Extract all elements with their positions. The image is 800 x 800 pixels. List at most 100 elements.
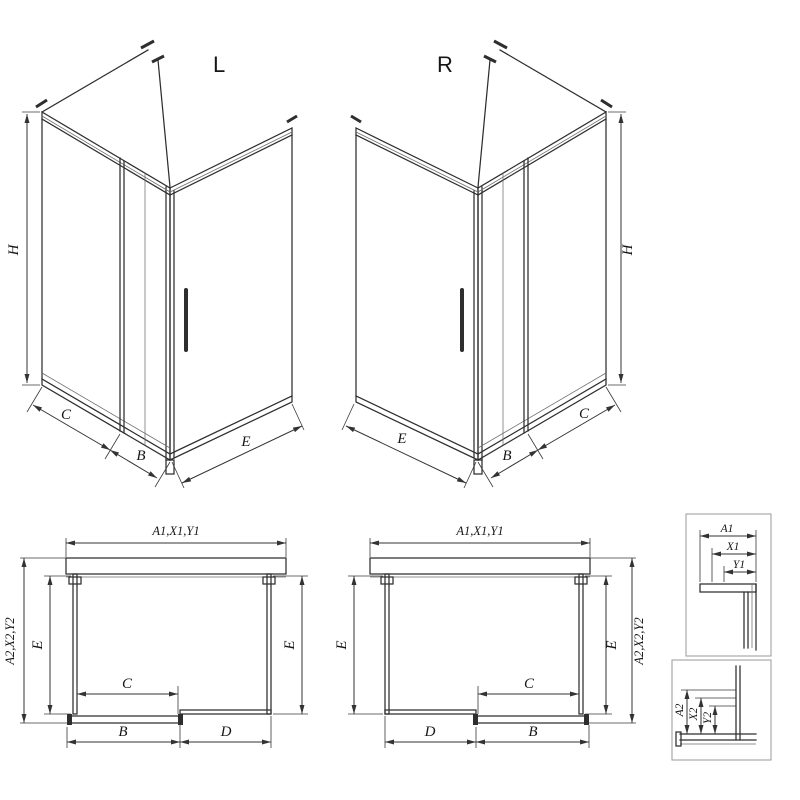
dimension-d-left-plan: D xyxy=(180,716,272,748)
sliding-door xyxy=(475,715,587,724)
dimension-e-left-right-plan: E xyxy=(334,575,383,715)
left-glass-wall xyxy=(72,573,78,715)
dimension-label-d: D xyxy=(220,724,232,740)
dimension-label-x2: X2 xyxy=(688,707,700,721)
top-support-bars-left xyxy=(35,39,298,188)
left-glass-wall xyxy=(384,573,390,715)
dimension-label-b: B xyxy=(528,724,537,740)
side-panel-glass xyxy=(355,126,479,461)
dimension-b-left: B xyxy=(109,448,171,488)
variant-label-left: L xyxy=(213,52,225,77)
dimension-c-left-plan: C xyxy=(76,676,179,714)
wall-bracket xyxy=(35,98,48,109)
wall-bracket xyxy=(68,576,82,585)
top-support-bars-right xyxy=(350,39,613,188)
dimension-y1-detail: Y1 xyxy=(723,559,756,582)
dimension-label-e: E xyxy=(30,640,46,650)
variant-label-right: R xyxy=(437,52,453,77)
dimension-label-d: D xyxy=(424,724,436,740)
dimension-a1-left-plan: A1,X1,Y1 xyxy=(65,524,287,557)
dimension-e-inner-left-plan: E xyxy=(30,575,71,715)
dimension-x2-detail: X2 xyxy=(688,697,736,734)
dimension-b-right-plan: B xyxy=(475,724,590,748)
dimension-label-a1: A1,X1,Y1 xyxy=(455,524,503,538)
side-panel-glass xyxy=(169,126,293,461)
dimension-label-e: E xyxy=(240,434,250,450)
wall-profile-section xyxy=(699,583,757,593)
dimension-a2-right-plan: A2,X2,Y2 xyxy=(589,557,646,724)
wall-section xyxy=(65,557,287,575)
wall-section xyxy=(369,557,591,575)
wall-bracket xyxy=(483,54,497,64)
detail-frame xyxy=(671,659,772,761)
dimension-label-x1: X1 xyxy=(726,541,740,553)
dimension-a2-detail: A2 xyxy=(674,689,736,734)
fixed-front-panel xyxy=(179,709,272,715)
dimension-label-e: E xyxy=(334,640,350,650)
dimension-x1-detail: X1 xyxy=(711,541,756,582)
dimension-label-h: H xyxy=(620,243,636,256)
glass-panels-right-variant xyxy=(355,110,607,475)
dimension-label-a1: A1,X1,Y1 xyxy=(151,524,199,538)
support-bar xyxy=(477,59,491,188)
dimension-y2-detail: Y2 xyxy=(702,705,736,734)
dimension-c-right-plan: C xyxy=(477,676,580,714)
dimension-label-e: E xyxy=(282,640,298,650)
wall-bracket xyxy=(140,39,155,50)
dimension-label-e: E xyxy=(604,640,620,650)
wall-bracket xyxy=(286,114,298,124)
support-bar xyxy=(157,59,171,188)
sliding-door xyxy=(69,715,181,724)
door-end-cap xyxy=(473,714,478,725)
dimension-label-e: E xyxy=(396,431,406,447)
dimension-d-right-plan: D xyxy=(384,716,476,748)
plan-view-left: A1,X1,Y1 A2,X2,Y2 E E C xyxy=(3,524,308,748)
dimension-label-b: B xyxy=(136,448,145,464)
wall-bracket xyxy=(493,39,508,50)
dimension-label-c: C xyxy=(524,676,535,692)
dimension-label-b: B xyxy=(502,448,511,464)
dimension-label-h: H xyxy=(6,243,22,256)
dimension-a1-right-plan: A1,X1,Y1 xyxy=(369,524,591,557)
dimension-label-y2: Y2 xyxy=(702,712,714,724)
support-bar xyxy=(499,49,607,113)
dimension-e-right: E xyxy=(341,403,477,489)
plan-view-right: A1,X1,Y1 E E A2,X2,Y2 C xyxy=(334,524,646,748)
door-end-cap xyxy=(178,714,183,725)
wall-bracket xyxy=(574,576,588,585)
dimension-label-c: C xyxy=(61,407,72,423)
dimension-c-right: C xyxy=(537,386,622,451)
dimension-e-inner-right-plan: E xyxy=(585,575,620,715)
dimension-e-left: E xyxy=(171,403,305,489)
wall-bracket xyxy=(151,54,165,64)
dimension-b-left-plan: B xyxy=(66,724,181,748)
door-end-cap xyxy=(67,714,72,725)
door-end-cap xyxy=(584,714,589,725)
support-bar xyxy=(41,49,149,113)
rail-end-cap xyxy=(675,731,682,747)
dimension-label-c: C xyxy=(579,406,590,422)
dimension-label-b: B xyxy=(118,724,127,740)
wall-bracket xyxy=(600,98,613,109)
right-glass-wall xyxy=(266,573,272,715)
isometric-drawing-left: L xyxy=(6,39,305,489)
dimension-b-right: B xyxy=(477,433,544,488)
dimension-e-right-left-plan: E xyxy=(273,575,308,715)
dimension-h-right: H xyxy=(608,111,636,386)
wall-bracket xyxy=(380,576,394,585)
dimension-a1-detail: A1 xyxy=(699,523,757,582)
detail-bottom-profile: A2 X2 Y2 xyxy=(671,659,772,761)
wall-bracket xyxy=(262,576,276,585)
dimension-label-c: C xyxy=(122,676,133,692)
right-glass-wall xyxy=(578,573,584,715)
isometric-drawing-right: R xyxy=(341,39,636,489)
dimension-label-y1: Y1 xyxy=(733,559,745,571)
dimension-c-left: C xyxy=(26,386,121,460)
glass-panels-left-variant xyxy=(41,110,293,475)
wall-bracket xyxy=(350,114,362,124)
detail-frame xyxy=(685,513,772,657)
fixed-front-panel xyxy=(384,709,477,715)
door-handle xyxy=(184,288,188,352)
